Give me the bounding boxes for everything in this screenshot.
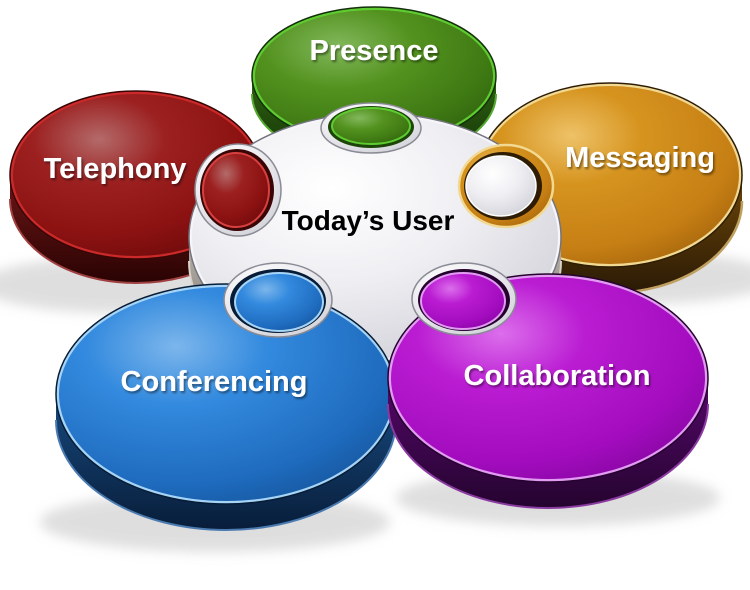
conferencing-disc-side [56,394,396,530]
telephony-knob [194,143,282,237]
collaboration-disc-side [388,378,708,508]
conferencing-disc-face [59,287,393,501]
conferencing-label: Conferencing [121,366,308,398]
conferencing-knob [223,262,333,338]
presence-knob-tab [331,107,411,145]
collaboration-label: Collaboration [464,360,651,392]
collaboration-disc-side-rim [387,403,709,509]
messaging-label: Messaging [565,142,715,174]
conferencing-disc-side-rim [55,419,397,531]
telephony-knob-tab [202,152,270,228]
collaboration-knob [411,262,517,336]
presence-knob [320,102,422,154]
presence-disc-face [255,10,493,142]
puzzle-piece-conferencing [55,283,397,531]
presence-label: Presence [310,35,439,67]
center-label: Today’s User [282,205,455,236]
conferencing-knob-tab [234,272,324,332]
messaging-knob [457,143,555,229]
telephony-label: Telephony [44,153,187,185]
messaging-knob-tab [465,155,537,217]
collaboration-knob-tab [420,272,506,330]
